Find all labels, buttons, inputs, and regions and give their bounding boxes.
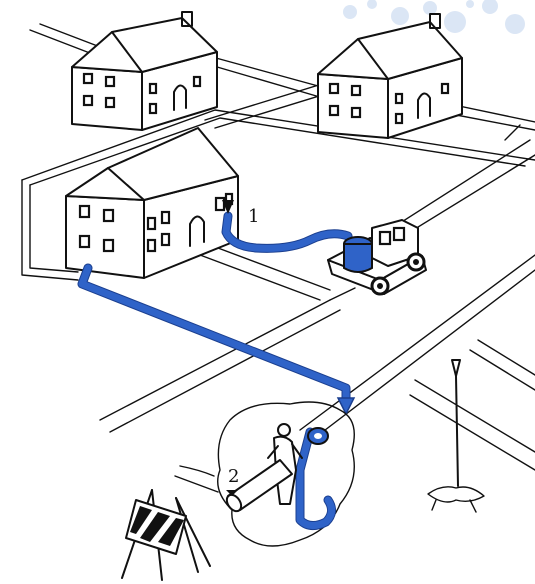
barricade-icon bbox=[122, 490, 210, 580]
callout-1: 1 bbox=[248, 206, 259, 227]
house-back-right bbox=[318, 14, 462, 138]
gauge-pole-icon bbox=[428, 360, 484, 512]
service-line bbox=[82, 268, 354, 414]
house-back-left bbox=[72, 12, 217, 130]
house-front bbox=[66, 128, 238, 278]
callout-2: 2 bbox=[228, 466, 239, 487]
truck-hose bbox=[222, 200, 348, 248]
water-main bbox=[300, 428, 332, 526]
